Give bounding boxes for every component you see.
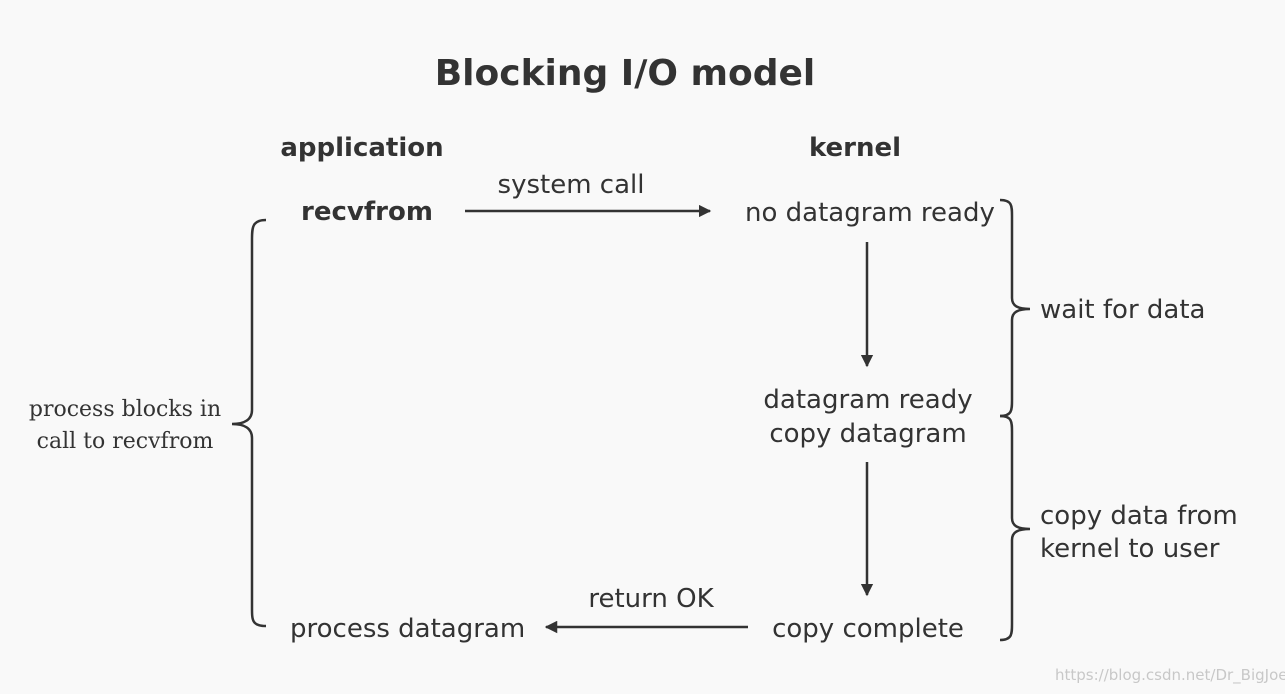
- copy-datagram-label: copy datagram: [769, 419, 967, 449]
- recvfrom-label: recvfrom: [301, 197, 433, 227]
- wait-for-data-label: wait for data: [1040, 295, 1206, 325]
- process-blocks-brace: [231, 218, 267, 628]
- copy-data-label-line2: kernel to user: [1040, 534, 1220, 564]
- process-blocks-label-line2: call to recvfrom: [36, 429, 214, 454]
- process-datagram-label: process datagram: [290, 614, 526, 644]
- datagram-ready-label: datagram ready: [763, 385, 973, 415]
- application-column-header: application: [280, 133, 444, 163]
- watermark: https://blog.csdn.net/Dr_BigJoe: [1055, 666, 1285, 684]
- kernel-column-header: kernel: [808, 133, 902, 163]
- copy-data-brace: [999, 414, 1031, 642]
- diagram-title: Blocking I/O model: [434, 53, 816, 94]
- process-blocks-label-line1: process blocks in: [28, 397, 222, 422]
- wait-for-data-brace: [999, 198, 1031, 418]
- return-ok-label: return OK: [588, 584, 714, 614]
- no-datagram-ready-label: no datagram ready: [745, 198, 995, 228]
- copy-complete-label: copy complete: [772, 614, 964, 644]
- copy-data-label-line1: copy data from: [1040, 501, 1238, 531]
- system-call-label: system call: [497, 170, 645, 200]
